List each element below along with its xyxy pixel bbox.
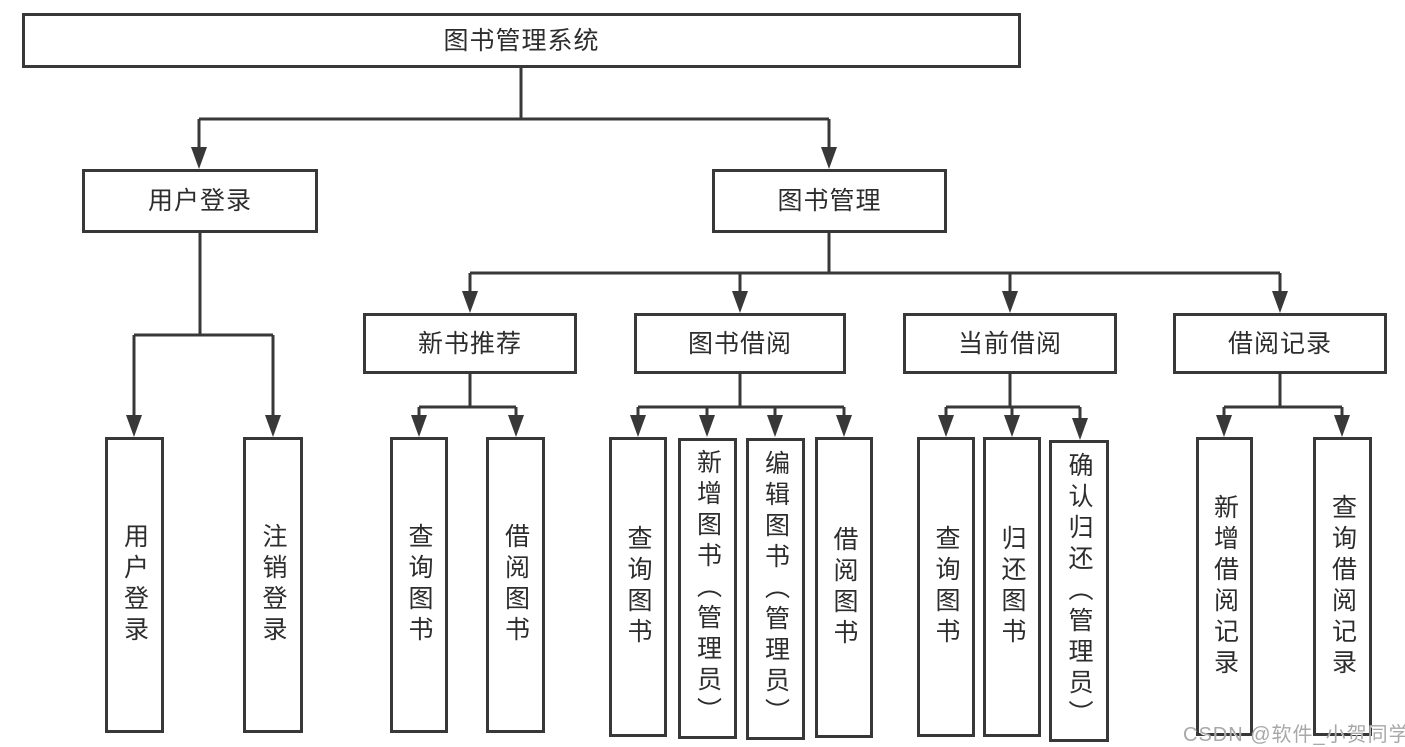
- arrow-down-icon: [1272, 291, 1288, 313]
- connector-user-login: [132, 233, 275, 418]
- arrow-down-icon: [821, 147, 837, 169]
- node-leaf-add-borrow-record: 新增借阅记录: [1196, 437, 1253, 736]
- arrow-down-icon: [462, 291, 478, 313]
- connector-borrow: [636, 374, 846, 418]
- node-library-management-system: 图书管理系统: [22, 13, 1021, 68]
- arrow-down-icon: [732, 291, 748, 313]
- csdn-watermark: CSDN @软件_小贺同学: [1183, 724, 1405, 746]
- node-book-management: 图书管理: [712, 169, 947, 233]
- node-leaf-logout: 注销登录: [243, 437, 303, 733]
- node-borrowing-records: 借阅记录: [1173, 313, 1387, 374]
- arrow-down-icon: [767, 415, 783, 437]
- node-new-book-recommendation: 新书推荐: [363, 313, 577, 374]
- arrowheads: [126, 147, 1350, 440]
- node-current-borrowing: 当前借阅: [903, 313, 1117, 374]
- node-leaf-query-borrow-record: 查询借阅记录: [1313, 437, 1372, 736]
- arrow-down-icon: [1004, 415, 1020, 437]
- connector-current: [944, 374, 1082, 421]
- arrow-down-icon: [1072, 418, 1088, 440]
- node-book-borrowing: 图书借阅: [634, 313, 846, 374]
- arrow-down-icon: [126, 415, 142, 437]
- arrow-down-icon: [265, 415, 281, 437]
- arrow-down-icon: [938, 415, 954, 437]
- arrow-down-icon: [1216, 415, 1232, 437]
- arrow-down-icon: [508, 415, 524, 437]
- node-leaf-newbook-borrow-book: 借阅图书: [486, 437, 545, 733]
- node-leaf-user-login: 用户登录: [105, 437, 164, 733]
- node-leaf-newbook-query-book: 查询图书: [390, 437, 448, 733]
- arrow-down-icon: [411, 415, 427, 437]
- arrow-down-icon: [191, 147, 207, 169]
- arrow-down-icon: [836, 415, 852, 437]
- connector-book-mgmt: [468, 233, 1282, 294]
- arrow-down-icon: [1002, 291, 1018, 313]
- arrow-down-icon: [699, 415, 715, 437]
- node-leaf-edit-book-admin: 编辑图书（管理员）: [746, 438, 805, 740]
- connector-records: [1222, 374, 1344, 418]
- arrow-down-icon: [630, 415, 646, 437]
- node-leaf-current-query-book: 查询图书: [917, 437, 975, 737]
- node-leaf-confirm-return-admin: 确认归还（管理员）: [1049, 440, 1109, 742]
- node-user-login: 用户登录: [82, 169, 318, 233]
- node-leaf-borrow-book: 借阅图书: [815, 437, 873, 738]
- node-leaf-borrow-query-book: 查询图书: [609, 437, 667, 737]
- node-leaf-return-book: 归还图书: [983, 437, 1041, 737]
- connector-newbook: [417, 374, 518, 418]
- arrow-down-icon: [1334, 415, 1350, 437]
- node-leaf-add-book-admin: 新增图书（管理员）: [678, 438, 737, 739]
- connector-root: [197, 68, 831, 150]
